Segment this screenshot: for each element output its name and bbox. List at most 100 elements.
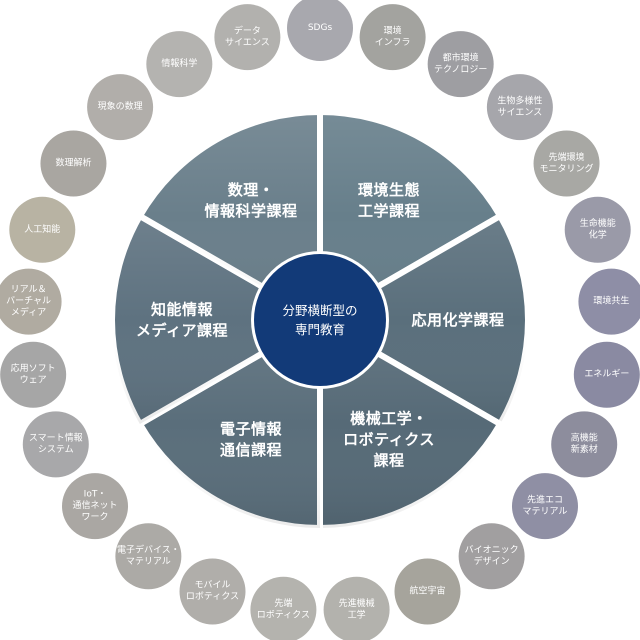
topic-label-line-1: 人工知能 — [24, 223, 60, 235]
topic-circle — [359, 4, 426, 71]
topic-label-line-2: インフラ — [375, 37, 411, 48]
center-label-line-1: 分野横断型の — [282, 303, 357, 318]
topic-label-line-1: 先進エコ — [527, 493, 563, 505]
course-sector-shade — [320, 216, 528, 424]
topic-label-line-1: モバイル — [194, 580, 230, 591]
topic-label-line-2: デザイン — [474, 555, 510, 567]
topic-label-line-2: 新素材 — [571, 443, 598, 455]
topic-label-line-2: サイエンス — [498, 107, 543, 118]
topic-bubble[interactable]: 環境共生 — [578, 268, 640, 335]
topic-circle — [0, 341, 67, 408]
topic-circle — [250, 576, 317, 640]
topic-label-line-1: リアル＆ — [11, 285, 47, 295]
topic-label-line-2: バーチャル — [6, 296, 51, 307]
course-sector-shade — [112, 216, 320, 424]
topic-label-line-1: 高機能 — [571, 432, 598, 444]
topic-label-line-1: 応用ソフト — [11, 362, 56, 374]
topic-circle — [511, 473, 578, 540]
topic-label-line-2: ロボティクス — [257, 609, 310, 620]
topic-bubble[interactable]: 情報科学 — [146, 31, 213, 98]
topic-label-line-3: メディア — [11, 306, 46, 318]
topic-label-line-1: データ — [234, 24, 261, 36]
topic-circle — [179, 558, 246, 625]
topic-circle — [578, 268, 640, 335]
course-sector-label-line-2: 工学課程 — [358, 202, 420, 220]
topic-bubble[interactable]: SDGs — [287, 0, 353, 61]
topic-label-line-1: 先端環境 — [549, 151, 585, 163]
topic-label-line-2: ウェア — [20, 374, 47, 385]
topic-label-line-2: 工学 — [348, 608, 366, 620]
topic-circle — [40, 130, 107, 197]
topic-bubble[interactable]: 数理解析 — [40, 130, 107, 197]
topic-circle — [115, 523, 182, 590]
course-sector-label-line-2: 情報科学課程 — [204, 202, 297, 220]
topic-label-line-2: テクノロジー — [434, 64, 487, 75]
topic-circle — [533, 130, 600, 197]
topic-bubble[interactable]: 電子デバイス・マテリアル — [115, 523, 182, 590]
topic-circle — [9, 196, 76, 263]
topic-label-line-1: 先端 — [274, 597, 292, 609]
topic-bubble[interactable]: 現象の数理 — [87, 74, 154, 141]
topic-bubble[interactable]: 人工知能 — [9, 196, 76, 263]
course-sector-chem[interactable]: 応用化学課程 — [317, 213, 531, 427]
topic-circle — [146, 31, 213, 98]
topic-circle — [0, 268, 62, 335]
topic-label-line-2: マテリアル — [523, 506, 568, 517]
course-sector-label-line-2: 通信課程 — [220, 441, 282, 459]
center-hub-circle — [254, 254, 386, 386]
course-sector-label-line-2: ロボティクス — [343, 431, 435, 449]
topic-label-line-1: スマート情報 — [29, 432, 83, 444]
course-sector-label-line-1: 電子情報 — [220, 420, 283, 438]
topic-circle — [87, 74, 154, 141]
topic-label-line-2: ロボティクス — [186, 591, 239, 602]
topic-label-line-1: 数理解析 — [55, 157, 91, 169]
topic-label-line-1: SDGs — [308, 23, 333, 33]
topic-circle — [394, 558, 461, 625]
topic-label-line-2: サイエンス — [225, 37, 270, 48]
topic-label-line-1: 生命機能 — [580, 217, 616, 229]
topic-circle — [22, 411, 89, 478]
topic-label-line-1: 電子デバイス・ — [117, 543, 180, 555]
topic-circle — [486, 74, 553, 141]
course-sector-label-line-1: 知能情報 — [151, 301, 214, 319]
topic-circle — [564, 196, 631, 263]
course-sector-label-line-1: 応用化学課程 — [411, 311, 504, 329]
topic-bubble[interactable]: エネルギー — [573, 341, 640, 408]
topic-circle — [62, 473, 129, 540]
topic-label-line-1: 現象の数理 — [98, 100, 143, 112]
topic-bubble[interactable]: 航空宇宙 — [394, 558, 461, 625]
course-sector-label-line-1: 数理・ — [228, 181, 275, 199]
topic-circle — [573, 341, 640, 408]
topic-label-line-1: 先進機械 — [339, 597, 375, 609]
topic-label-line-1: 生物多様性 — [497, 94, 542, 106]
course-sector-label-line-3: 課程 — [373, 452, 404, 470]
topic-label-line-3: ワーク — [82, 512, 109, 523]
topic-label-line-1: 情報科学 — [161, 57, 197, 69]
topic-label-line-1: IoT・ — [84, 490, 107, 500]
topic-circle — [427, 31, 494, 98]
topic-label-line-2: システム — [38, 444, 74, 455]
topic-circle — [323, 576, 390, 640]
topic-label-line-2: 化学 — [589, 229, 607, 241]
